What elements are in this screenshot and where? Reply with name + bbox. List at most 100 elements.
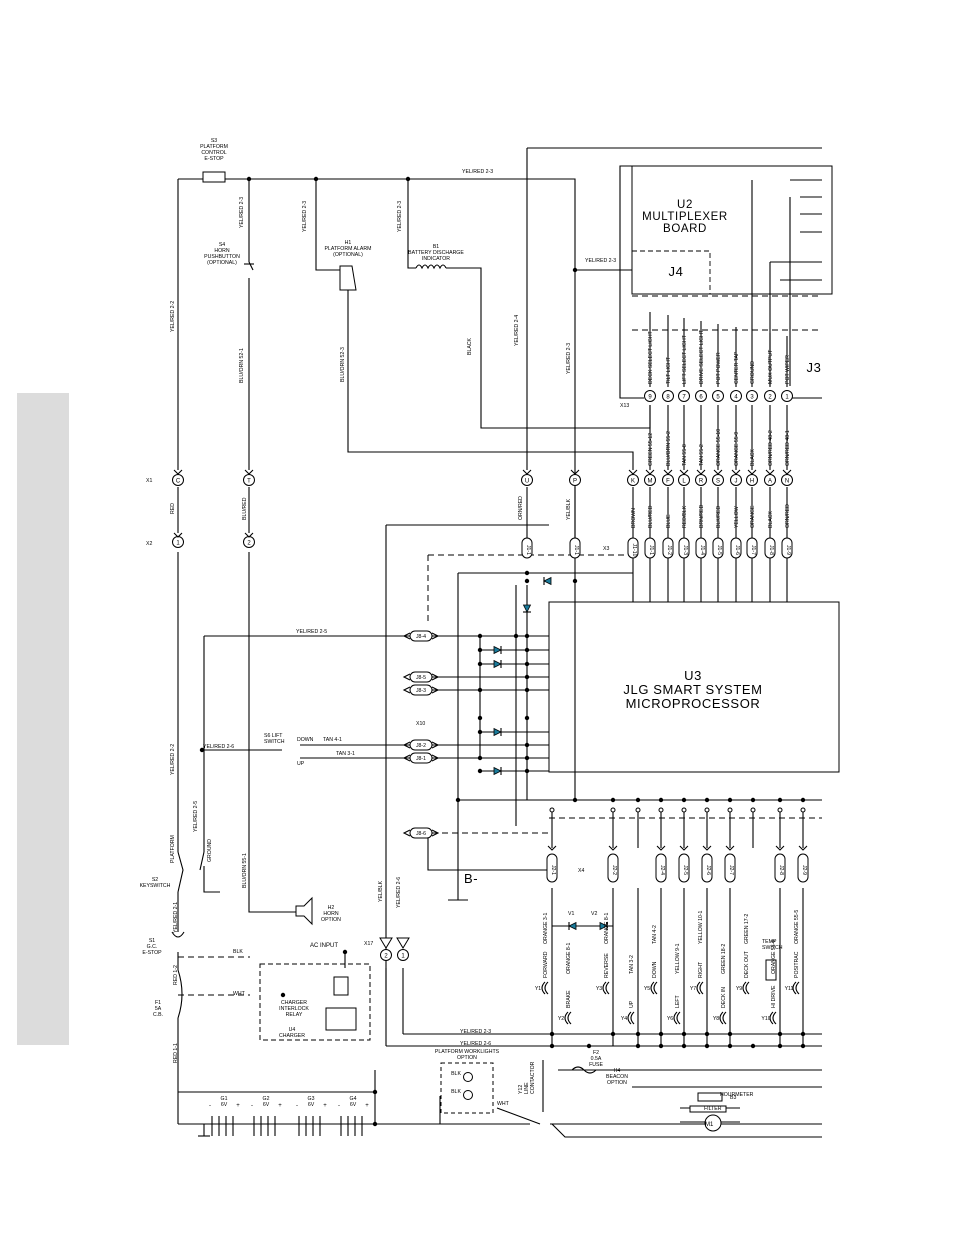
battery-id: G3 (308, 1096, 315, 1102)
s3-line3: CONTROL (201, 150, 226, 156)
b3-label: B3 (730, 1095, 736, 1101)
s3-line4: E-STOP (204, 156, 224, 162)
junction-dot (524, 578, 530, 584)
vlabel-bluorn523: BLU/ORN 52-3 (340, 347, 346, 382)
u2-title: MULTIPLEXER (642, 211, 728, 223)
j3-pin-4 (730, 390, 742, 402)
j2-terminal (610, 807, 616, 813)
junction-dot (342, 949, 348, 955)
h1-line2: PLATFORM ALARM (325, 246, 372, 252)
solenoid-id: Y1 (535, 986, 541, 992)
x1-pin-j (730, 474, 742, 486)
j3-signal-name: DRIVE SELECT LIGHT (699, 329, 705, 384)
j2-connector-text: J2-1 (550, 865, 556, 875)
solenoid-label: POSITRAC (794, 951, 800, 978)
solenoid-coil (653, 981, 658, 995)
worklight-lamp (463, 1072, 473, 1082)
solenoid-label: DECK IN (721, 987, 727, 1008)
vlabel-red12: RED 1-2 (173, 965, 179, 985)
x1-pin-letter: N (785, 479, 789, 485)
hourmeter-label: HOURMETER (720, 1092, 754, 1098)
connector-chevron (782, 469, 792, 475)
x13-label: X13 (620, 403, 629, 409)
h1-ref: H1 (345, 240, 352, 246)
x3-connector-text: J1-7 (750, 545, 756, 555)
connector-chevron (244, 532, 254, 538)
j3-pin-8 (662, 390, 674, 402)
j8-chevron (402, 829, 411, 837)
wire (427, 838, 549, 871)
j8-chevron (402, 686, 411, 694)
solenoid-coil (673, 1011, 678, 1025)
solenoid-wire: ORANGE 8-1 (604, 912, 610, 944)
solenoid-id: Y8 (713, 1016, 719, 1022)
junction-dot (635, 797, 641, 803)
j8-chevron (431, 632, 440, 640)
m1-label: M1 (705, 1122, 714, 1128)
diode (599, 921, 608, 931)
h2-line2: HORN (323, 911, 339, 917)
j3-wire-color: BLACK (750, 448, 756, 466)
j2-connector-text: J2-9 (801, 865, 807, 875)
x3-connector (627, 537, 639, 559)
j3-pin-9 (644, 390, 656, 402)
u4-label: CHARGER (279, 1033, 305, 1039)
wire-label-j8-4: YEL/RED 2-5 (296, 629, 327, 635)
junction-dot (727, 1043, 733, 1049)
x17-arrow (396, 937, 410, 949)
connector-chevron (663, 469, 673, 475)
solenoid-wire: GREEN 17-2 (744, 914, 750, 944)
j8-chevron (431, 754, 440, 762)
solenoid-label: DOWN (652, 961, 658, 978)
junction-dot (727, 1031, 733, 1037)
solenoid-coil (792, 981, 797, 995)
junction-dot (610, 797, 616, 803)
wire-label-wht: WHT (233, 991, 246, 997)
junction-dot (572, 578, 578, 584)
x3-connector-text: J1-1 (648, 545, 654, 555)
b1-indicator-coil (415, 264, 447, 270)
connector-chevron (547, 845, 557, 851)
junction-dot (524, 661, 530, 667)
vlabel-s2-platform: PLATFORM (170, 835, 176, 863)
wire-label-bottom-26: YEL/RED 2-6 (460, 1041, 491, 1047)
solenoid-coil (650, 981, 655, 995)
interlock-line3: RELAY (286, 1012, 303, 1018)
junction-dot (777, 1031, 783, 1037)
v1-label: V1 (568, 911, 574, 917)
component-labels: S3 PLATFORM CONTROL E-STOP S4 HORN PUSHB… (140, 138, 783, 1128)
junction-dot (524, 570, 530, 576)
j2-connector-text: J2-4 (659, 865, 665, 875)
junction-dot (524, 674, 530, 680)
battery-volt: 6V (308, 1102, 315, 1108)
temp-switch-line2: SWITCH (762, 945, 783, 951)
j4-label: J4 (669, 264, 684, 279)
s4-line2: HORN (214, 248, 230, 254)
connector-chevron (713, 469, 723, 475)
j2-connector-text: J2-8 (778, 865, 784, 875)
junction-dot (477, 729, 483, 735)
x4-label: X4 (578, 868, 584, 874)
solenoid-wire: TAN 3-2 (629, 955, 635, 974)
s1-line2: G.C. (147, 944, 158, 950)
vlabel-y12-c: CONTACTOR (530, 1061, 536, 1094)
x3-connector-text: J1-6 (734, 545, 740, 555)
x3-wire-color: RED/BLK (682, 505, 688, 528)
j2-terminal (635, 807, 641, 813)
s6-line2: SWITCH (264, 739, 285, 745)
connector-chevron (645, 469, 655, 475)
filter-label: FILTER (704, 1106, 722, 1112)
j8-connector-text: J8-1 (416, 756, 426, 762)
s3-ref: S3 (211, 138, 217, 144)
vlabel-yelblk: YEL/BLK (566, 498, 572, 520)
b1-ref: B1 (433, 244, 439, 250)
solenoid-id: Y6 (667, 1016, 673, 1022)
j8-connector (409, 684, 433, 696)
s1-estop (171, 931, 185, 938)
j3-pin-7 (678, 390, 690, 402)
wire-labels: YEL/RED 2-3 YEL/RED 2-3 YEL/RED 2-5 YEL/… (203, 169, 616, 1107)
solenoid-label: BRAKE (566, 990, 572, 1008)
wire-label-tan31: TAN 3-1 (336, 751, 355, 757)
wire (619, 165, 644, 399)
wire (347, 290, 634, 470)
